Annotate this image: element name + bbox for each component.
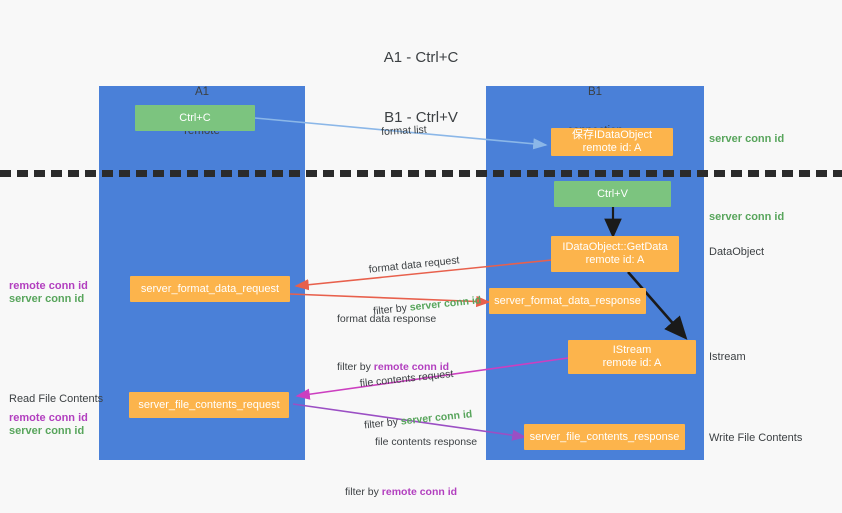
node-getdata-line2: remote id: A [585,254,645,266]
left-label-read-file-contents: Read File Contents [9,393,104,405]
right-label-istream: Istream [709,351,746,363]
node-save-idataobject-line1: 保存IDataObject [571,129,653,141]
node-istream-line1: IStream [612,344,652,356]
right-label-server-conn-id-top: server conn id [709,133,785,145]
node-save-idataobject[interactable]: 保存IDataObject remote id: A [551,128,673,156]
node-istream[interactable]: IStream remote id: A [568,340,696,374]
right-label-server-conn-id-mid: server conn id [709,211,785,223]
left-label-remote-conn-id-1: remote conn id [9,280,88,292]
edge-label-file-contents-response: file contents response filter by remote … [345,407,478,513]
arrow-file-contents-request [295,357,569,400]
edge-label-format-list-text: format list [380,123,428,139]
edge-label-file-contents-response-filter: filter by remote conn id [345,485,477,499]
edge-label-file-contents-request-text: file contents request [359,367,454,390]
node-server-format-data-response[interactable]: server_format_data_response [489,288,646,314]
right-label-dataobject: DataObject [709,246,765,258]
edge-label-file-contents-response-text: file contents response [375,436,478,448]
node-server-format-data-request-label: server_format_data_request [140,282,280,295]
left-label-remote-conn-id-2: remote conn id [9,412,88,424]
node-server-file-contents-request-label: server_file_contents_request [138,398,280,411]
arrow-format-data-request [294,259,553,291]
edge-label-format-list: format list [374,109,427,140]
node-ctrl-c-label: Ctrl+C [179,111,211,124]
filter-key-remote-conn-id: remote conn id [373,361,450,373]
arrow-file-contents-response [292,403,527,441]
title-line-2: B1 - Ctrl+V [384,109,458,126]
arrow-getdata-to-istream [627,271,688,340]
phase-separator [0,170,842,177]
column-header-a1-name: A1 [194,86,210,98]
node-server-format-data-request[interactable]: server_format_data_request [130,276,290,302]
filter-prefix: filter by [337,361,374,373]
filter-prefix: filter by [345,486,382,498]
column-header-b1-name: B1 [587,86,603,98]
edge-label-format-data-response: format data response filter by remote co… [337,284,449,388]
edge-label-format-data-response-filter: filter by remote conn id [337,360,449,374]
filter-key-remote-conn-id: remote conn id [381,486,458,498]
node-istream-line2: remote id: A [602,357,662,369]
left-label-server-conn-id-2: server conn id [9,425,85,437]
left-label-server-conn-id-1: server conn id [9,293,85,305]
node-server-file-contents-response-label: server_file_contents_response [529,430,680,443]
node-save-idataobject-line2: remote id: A [582,142,642,154]
edge-label-format-data-response-text: format data response [337,313,437,325]
node-server-file-contents-response[interactable]: server_file_contents_response [524,424,685,450]
page-title: A1 - Ctrl+C B1 - Ctrl+V [0,8,842,148]
right-label-write-file-contents: Write File Contents [709,432,803,444]
node-server-format-data-response-label: server_format_data_response [494,294,641,307]
node-ctrl-v-label: Ctrl+V [597,187,628,200]
node-getdata-line1: IDataObject::GetData [562,241,668,253]
node-server-file-contents-request[interactable]: server_file_contents_request [129,392,289,418]
arrow-format-data-response [289,293,491,308]
node-idataobject-getdata[interactable]: IDataObject::GetData remote id: A [551,236,679,272]
node-ctrl-c[interactable]: Ctrl+C [135,105,255,131]
node-ctrl-v[interactable]: Ctrl+V [554,181,671,207]
edge-label-format-data-request-text: format data request [368,254,461,276]
title-line-1: A1 - Ctrl+C [383,49,459,66]
arrow-format-list [254,117,548,150]
